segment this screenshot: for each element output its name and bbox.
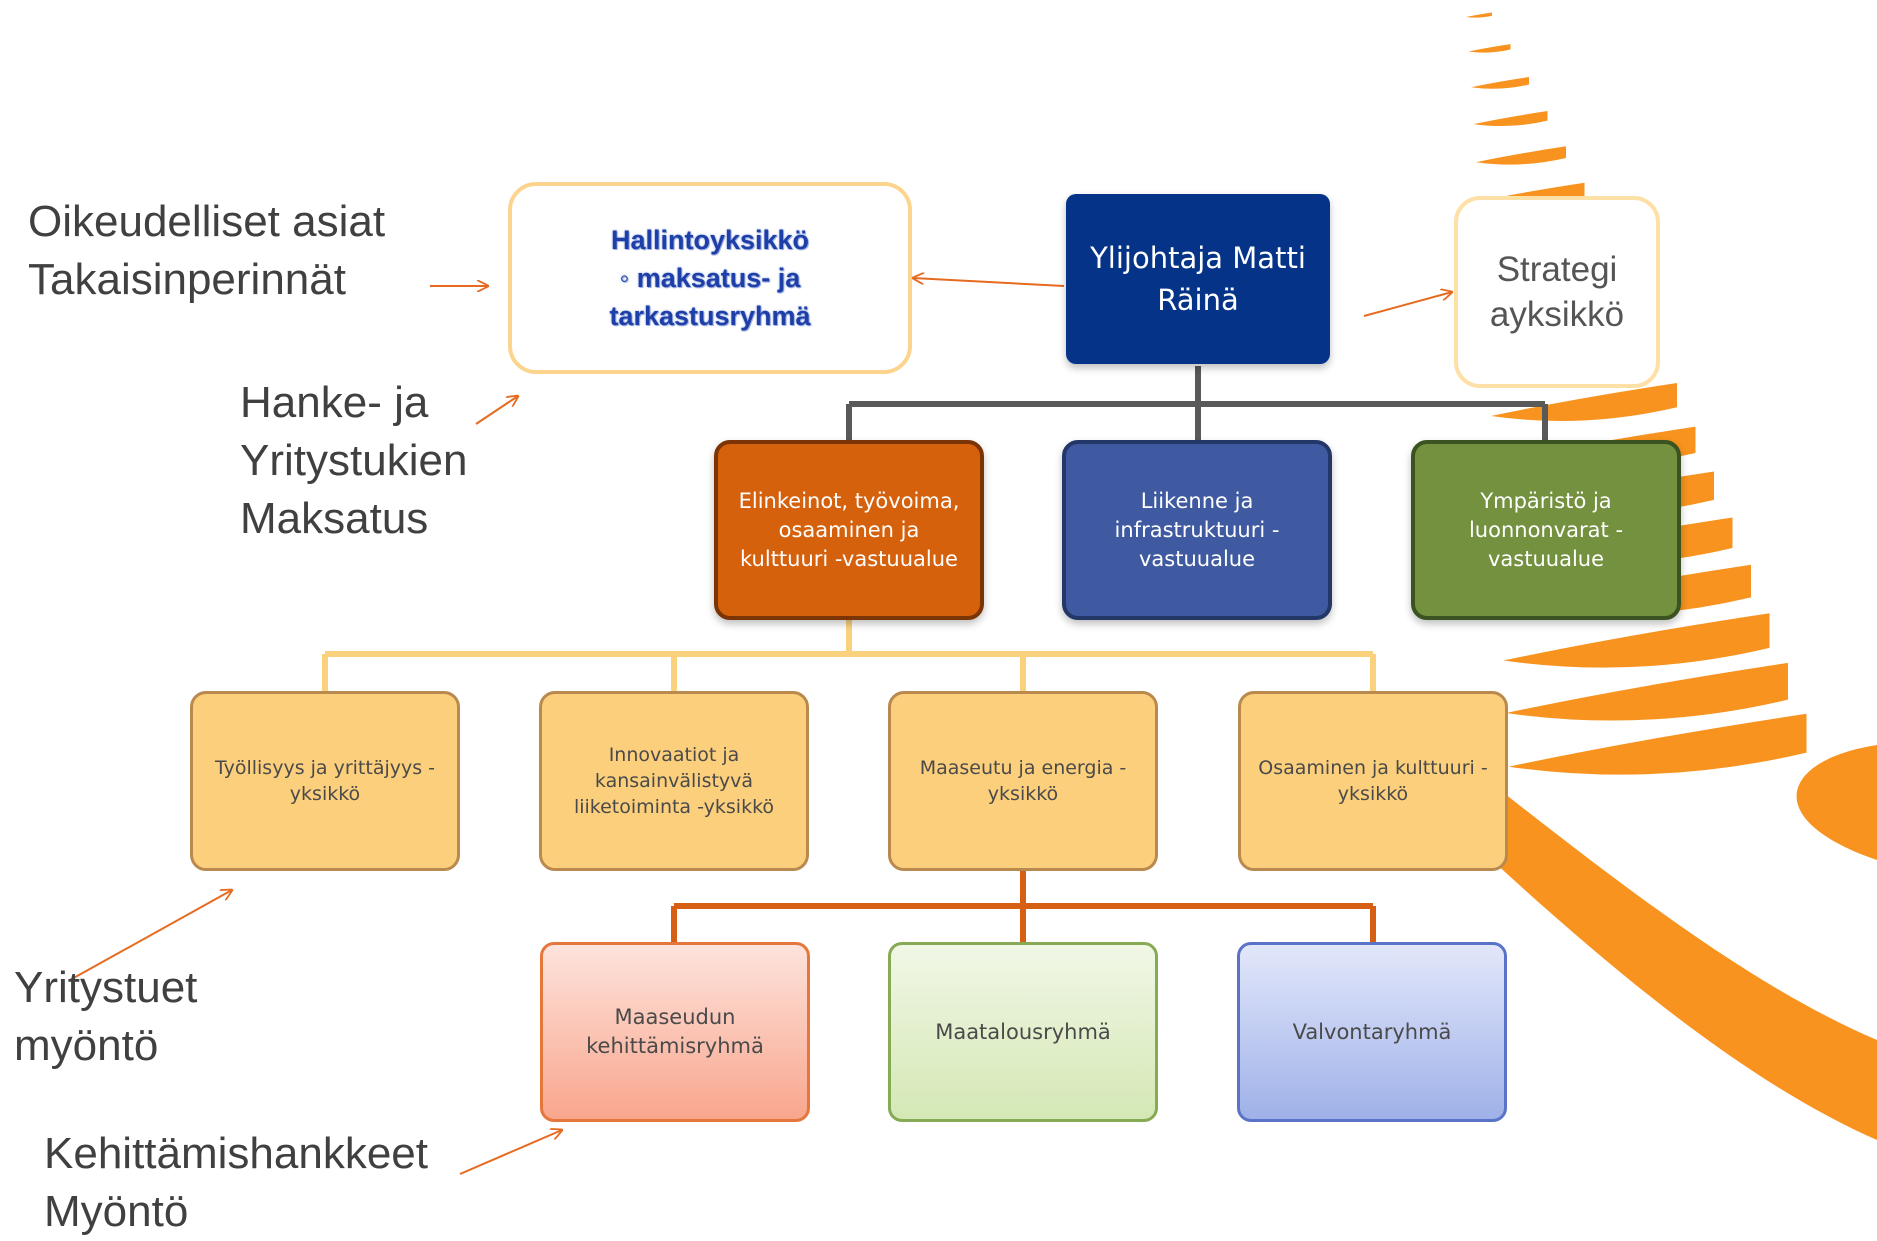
director-box: Ylijohtaja Matti Räinä: [1066, 194, 1330, 364]
admin-unit-box: Hallintoyksikkö ◦ maksatus- ja tarkastus…: [508, 182, 912, 374]
group-box-rural-development: Maaseudun kehittämisryhmä: [540, 942, 810, 1122]
swoosh-stripe: [1508, 713, 1807, 775]
unit-label: Työllisyys ja yrittäjyys - yksikkö: [214, 757, 436, 805]
arrow-director-to-strategy: [1363, 292, 1452, 317]
swoosh-stripe: [1473, 111, 1548, 127]
group-label: Maatalousryhmä: [935, 1019, 1111, 1044]
orange-swoosh-lower-band: [1470, 790, 1877, 1140]
connector-area-units: [322, 620, 1376, 691]
unit-label: Innovaatiot ja kansainvälistyvä liiketoi…: [573, 744, 775, 818]
orange-swoosh-curve: [1796, 745, 1877, 860]
swoosh-stripe: [1468, 44, 1511, 53]
arrow-development: [459, 1130, 562, 1175]
swoosh-stripe: [1476, 146, 1566, 165]
swoosh-stripe: [1471, 77, 1529, 89]
area-box-business: Elinkeinot, työvoima, osaaminen ja kultt…: [714, 440, 984, 620]
unit-box-rural-energy: Maaseutu ja energia - yksikkö: [888, 691, 1158, 871]
unit-box-innovation: Innovaatiot ja kansainvälistyvä liiketoi…: [539, 691, 809, 871]
group-box-control: Valvontaryhmä: [1237, 942, 1507, 1122]
unit-label: Maaseutu ja energia - yksikkö: [919, 757, 1127, 805]
annotation-payments: Hanke- ja Yritystukien Maksatus: [240, 378, 468, 543]
area-box-transport: Liikenne ja infrastruktuuri - vastuualue: [1062, 440, 1332, 620]
strategy-unit-box: Strategi ayksikkö: [1454, 196, 1660, 388]
group-label: Maaseudun kehittämisryhmä: [586, 1005, 764, 1058]
area-label: Ympäristö ja luonnonvarat - vastuualue: [1468, 488, 1624, 571]
swoosh-stripe: [1491, 383, 1677, 421]
area-label: Elinkeinot, työvoima, osaaminen ja kultt…: [738, 488, 960, 571]
arrow-business-support: [69, 890, 232, 981]
group-box-agriculture: Maatalousryhmä: [888, 942, 1158, 1122]
annotation-development: Kehittämishankkeet Myöntö: [44, 1129, 428, 1236]
swoosh-stripe: [1506, 662, 1788, 721]
unit-label: Osaaminen ja kulttuuri - yksikkö: [1258, 757, 1488, 805]
area-box-environment: Ympäristö ja luonnonvarat - vastuualue: [1411, 440, 1681, 620]
arrow-payments-to-admin: [475, 396, 518, 425]
group-label: Valvontaryhmä: [1292, 1019, 1452, 1044]
arrow-director-to-admin: [913, 278, 1065, 287]
annotation-business-support: Yritystuet myöntö: [14, 963, 198, 1070]
admin-unit-label: Hallintoyksikkö ◦ maksatus- ja tarkastus…: [609, 225, 811, 331]
swoosh-stripe: [1466, 12, 1492, 18]
connector-director-areas: [846, 366, 1548, 440]
strategy-unit-label: Strategi ayksikkö: [1489, 250, 1625, 334]
unit-box-education-culture: Osaaminen ja kulttuuri - yksikkö: [1238, 691, 1508, 871]
swoosh-stripe: [1503, 613, 1770, 668]
area-label: Liikenne ja infrastruktuuri - vastuualue: [1114, 488, 1280, 571]
annotation-legal: Oikeudelliset asiat Takaisinperinnät: [28, 197, 386, 304]
unit-box-employment: Työllisyys ja yrittäjyys - yksikkö: [190, 691, 460, 871]
director-label: Ylijohtaja Matti Räinä: [1090, 241, 1306, 317]
connector-unit-groups: [671, 871, 1376, 942]
